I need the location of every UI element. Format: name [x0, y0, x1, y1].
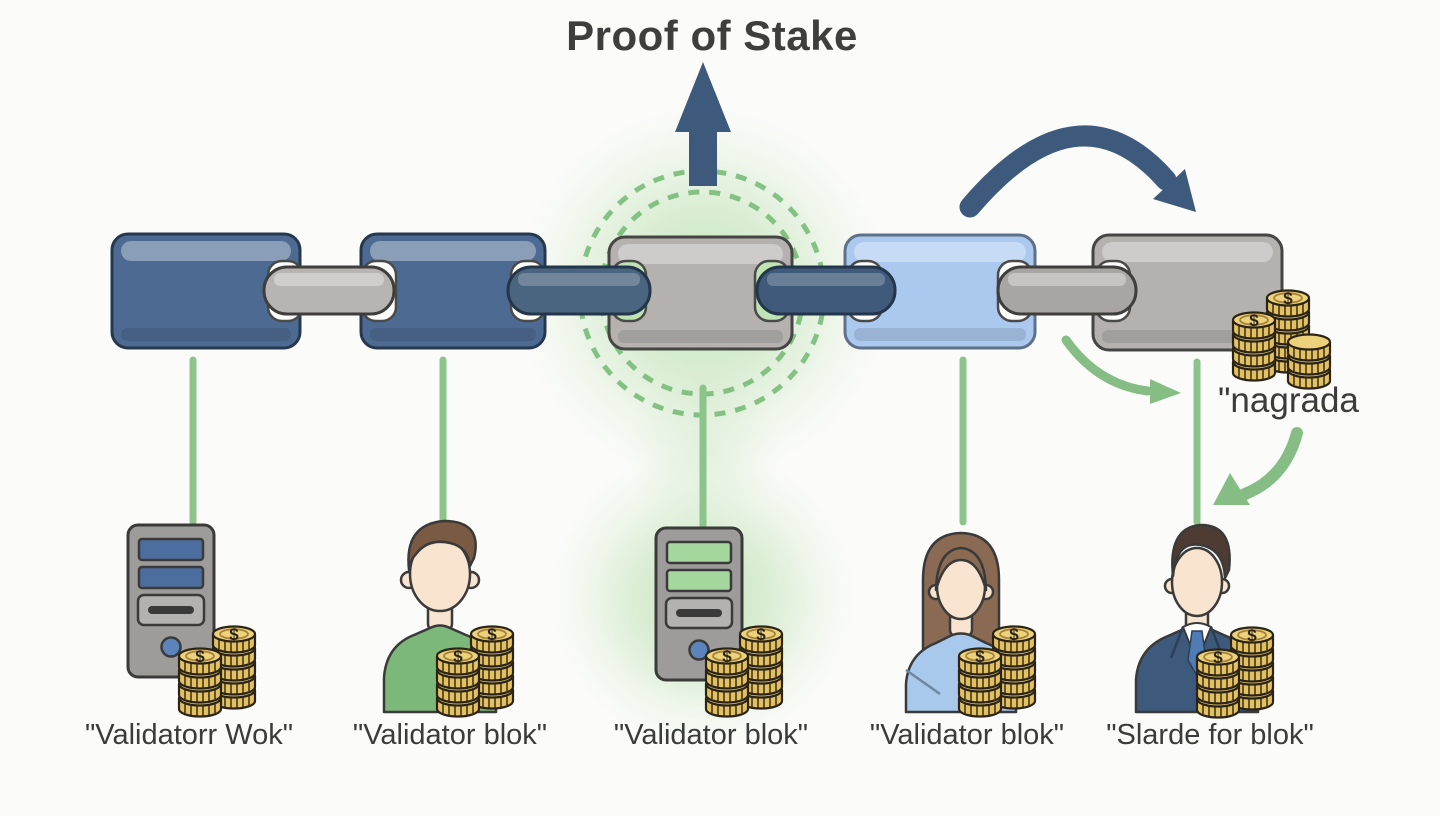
validator-label-4: "Validator blok": [869, 719, 1065, 751]
chain-link-3: [755, 265, 897, 316]
page-title: Proof of Stake: [566, 12, 858, 59]
validator-label-5: "Slarde for blok": [1106, 719, 1314, 751]
reward-arrow-right-icon: [1061, 335, 1181, 404]
validator-label-2: "Validator blok": [352, 719, 548, 751]
chain-link-4: [996, 265, 1138, 316]
validator-label-1: "Validatorr Wok": [84, 719, 294, 751]
chain-block-1: [110, 232, 302, 350]
curved-arrow-icon: [959, 125, 1196, 218]
chain-block-3-selected: [607, 235, 794, 351]
reward-arrow-down-icon: [1213, 427, 1303, 505]
chain-link-1: [262, 265, 396, 316]
up-arrow-icon: [675, 62, 731, 186]
chain-block-4: [843, 233, 1037, 350]
reward-label: "nagrada: [1218, 381, 1359, 420]
validator-label-3: "Validator blok": [613, 719, 809, 751]
chain-link-2: [506, 265, 652, 316]
validator-woman-icon-4: [904, 531, 1018, 714]
